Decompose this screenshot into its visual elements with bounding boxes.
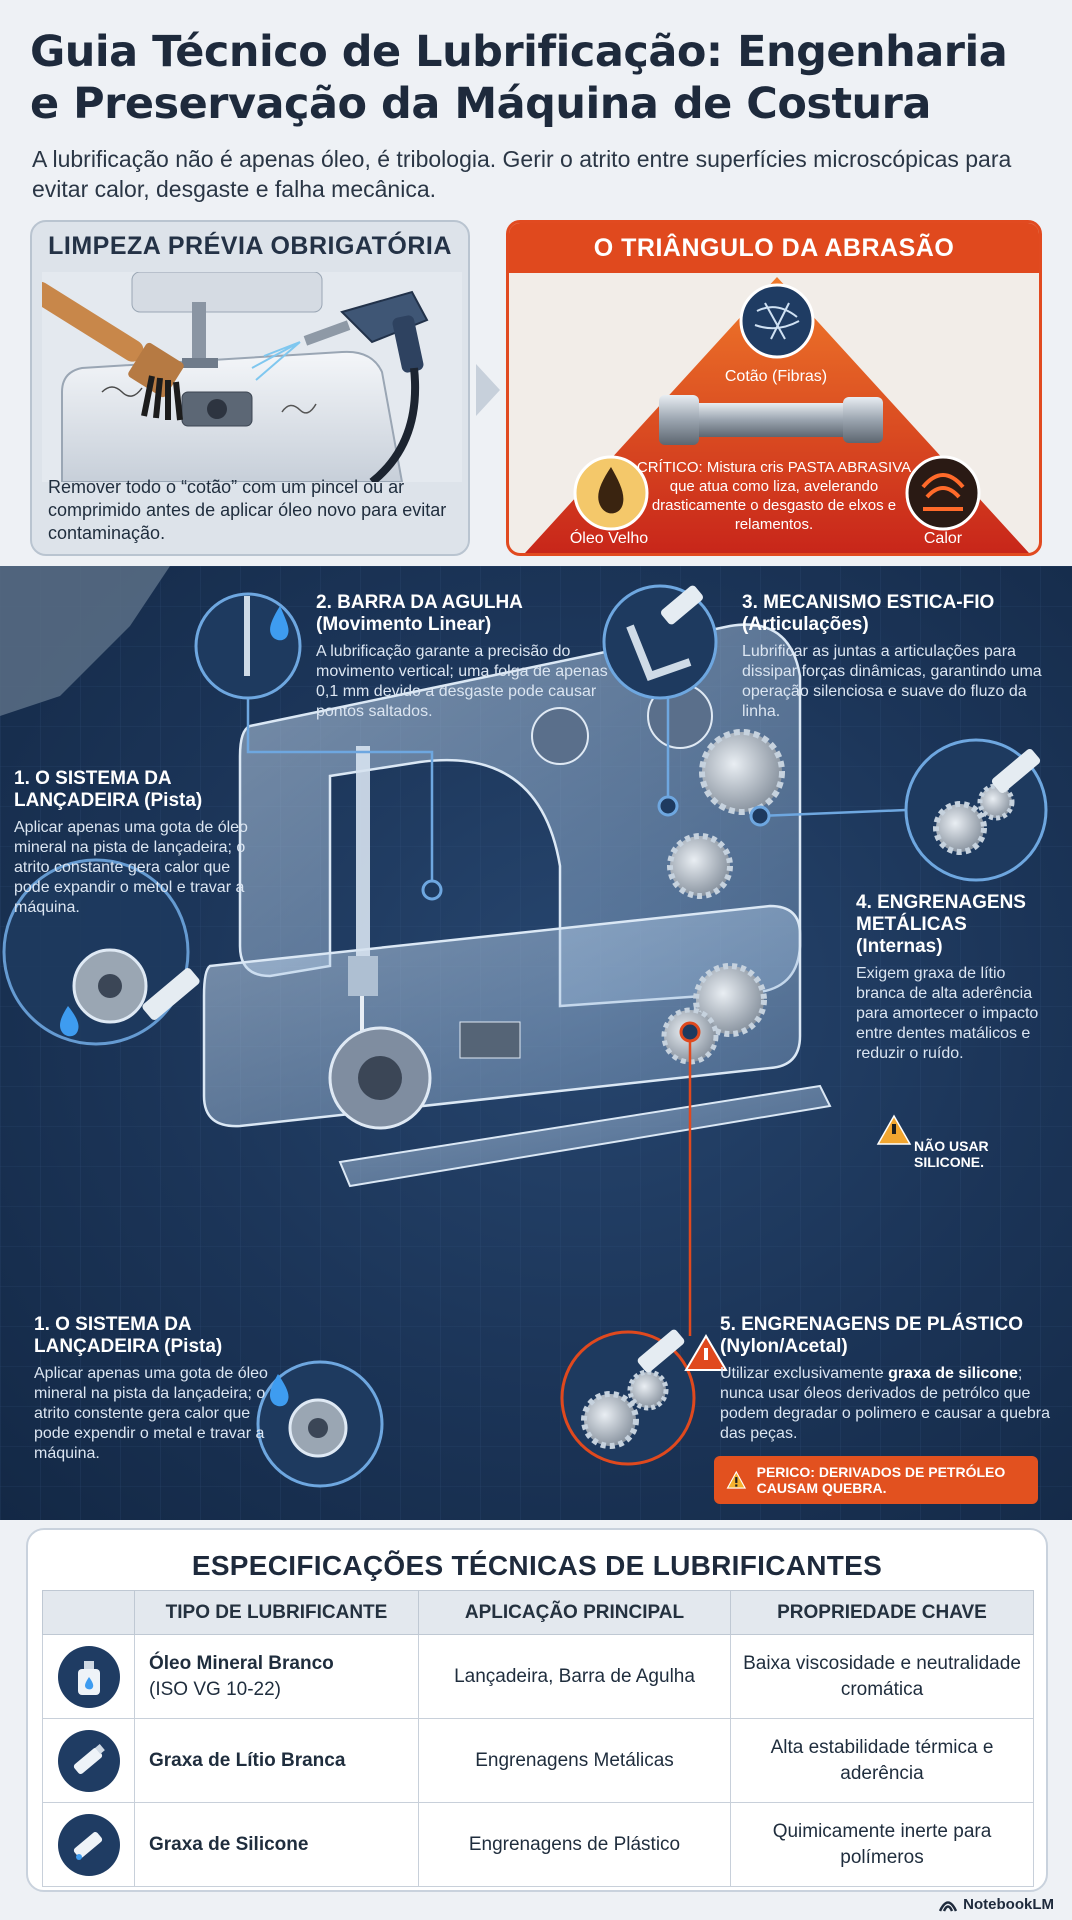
- heat-icon: [905, 455, 981, 531]
- bobbin-callout-icon-bottom: [256, 1360, 384, 1488]
- petroleum-warning-box: PERICO: DERIVADOS DE PETRÓLEO CAUSAM QUE…: [714, 1456, 1038, 1504]
- machine-body: [202, 623, 832, 1188]
- callout-needle-bar: 2. BARRA DA AGULHA (Movimento Linear) A …: [316, 592, 612, 722]
- machine-blueprint: [0, 566, 1072, 1520]
- abrasion-triangle-diagram: [525, 277, 1029, 553]
- cleaning-title: LIMPEZA PRÉVIA OBRIGATÓRIA: [48, 232, 452, 260]
- lubricant-application: Engrenagens Metálicas: [418, 1718, 731, 1803]
- lubricant-name: Óleo Mineral Branco: [149, 1652, 334, 1674]
- triangle-header: O TRIÂNGULO DA ABRASÃO: [509, 223, 1039, 273]
- plastic-gears-callout-icon: [560, 1329, 728, 1466]
- bobbin-callout-icon-top: [2, 858, 200, 1046]
- arrow-right-icon: [476, 364, 500, 416]
- callout-bobbin-bottom-title: 1. O SISTEMA DA LANÇADEIRA (Pista): [34, 1314, 223, 1357]
- lubricant-application: Lançadeira, Barra de Agulha: [418, 1634, 731, 1719]
- notebooklm-logo-icon: [939, 1900, 958, 1912]
- callout-bobbin-top-title: 1. O SISTEMA DA LANÇADEIRA (Pista): [14, 768, 203, 811]
- triangle-top-label: Cotão (Fibras): [724, 368, 828, 385]
- needle-bar-callout-icon: [194, 592, 302, 700]
- fabric-swatch: [0, 566, 170, 716]
- callout-metal-gears-body: Exigem graxa de lítio branca de alta ade…: [856, 965, 1039, 1062]
- page-title: Guia Técnico de Lubrificação: Engenharia…: [30, 27, 1008, 129]
- lubricant-property: Alta estabilidade térmica e aderência: [730, 1718, 1034, 1803]
- specifications-panel: ESPECIFICAÇÕES TÉCNICAS DE LUBRIFICANTES…: [26, 1528, 1048, 1892]
- triangle-right-label: Calor: [923, 530, 963, 547]
- lubricant-property: Quimicamente inerte para polímeros: [730, 1802, 1034, 1887]
- triangle-left-label: Óleo Velho: [569, 530, 649, 547]
- metal-gears-callout-icon: [904, 738, 1048, 882]
- footer-brand-text: NotebookLM: [963, 1896, 1054, 1913]
- callout-metal-gears-title: 4. ENGRENAGENS METÁLICAS (Internas): [856, 892, 1026, 957]
- grease-tube-icon: [57, 1729, 120, 1792]
- table-row: Óleo Mineral Branco (ISO VG 10-22) Lançad…: [42, 1634, 1034, 1719]
- no-silicone-warning: NÃO USAR SILICONE.: [914, 1138, 989, 1170]
- table-header-type: TIPO DE LUBRIFICANTE: [134, 1590, 419, 1635]
- table-title: ESPECIFICAÇÕES TÉCNICAS DE LUBRIFICANTES: [191, 1550, 883, 1581]
- lubricant-application: Engrenagens de Plástico: [418, 1802, 731, 1887]
- footer-brand: NotebookLM: [939, 1896, 1054, 1913]
- plastic-body-bold: graxa de silicone: [888, 1365, 1018, 1382]
- warning-icon: [726, 1470, 747, 1489]
- take-up-lever-callout-icon: [602, 584, 718, 700]
- air-gun-icon: [251, 290, 429, 482]
- plastic-body-post: ; nunca usar óleos derivados de petrólco…: [720, 1365, 1050, 1442]
- table-header-property: PROPRIEDADE CHAVE: [730, 1590, 1034, 1635]
- cleaning-panel: LIMPEZA PRÉVIA OBRIGATÓRIA Remover todo …: [30, 220, 470, 556]
- lubricant-name-sub: (ISO VG 10-22): [149, 1678, 281, 1700]
- silicone-tube-icon: [57, 1813, 120, 1876]
- cleaning-illustration: [42, 272, 462, 482]
- callout-metal-gears: 4. ENGRENAGENS METÁLICAS (Internas) Exig…: [856, 892, 1052, 1064]
- abrasion-triangle-panel: O TRIÂNGULO DA ABRASÃO: [506, 220, 1042, 556]
- callout-plastic-gears-title: 5. ENGRENAGENS DE PLÁSTICO (Nylon/Acetal…: [720, 1314, 1023, 1357]
- table-header-icon: [42, 1590, 135, 1635]
- page-subtitle: A lubrificação não é apenas óleo, é trib…: [32, 146, 1012, 202]
- callout-bobbin-top-body: Aplicar apenas uma gota de óleo mineral …: [14, 819, 248, 916]
- callout-take-up-lever-title: 3. MECANISMO ESTICA-FIO (Articulações): [742, 592, 995, 635]
- callout-needle-bar-title: 2. BARRA DA AGULHA (Movimento Linear): [316, 592, 523, 635]
- callout-plastic-gears-body: Utilizar exclusivamente graxa de silicon…: [720, 1364, 1056, 1444]
- lubricant-name: Graxa de Silicone: [149, 1833, 309, 1855]
- callout-bobbin-bottom-body: Aplicar apenas uma gota de óleo mineral …: [34, 1365, 268, 1462]
- table-header-row: TIPO DE LUBRIFICANTE APLICAÇÃO PRINCIPAL…: [42, 1590, 1034, 1635]
- shaft-icon: [659, 395, 883, 445]
- callout-bobbin-bottom: 1. O SISTEMA DA LANÇADEIRA (Pista) Aplic…: [34, 1314, 290, 1464]
- triangle-critical-text: CRÍTICO: Mistura cris PASTA ABRASIVA que…: [636, 459, 912, 533]
- callout-plastic-gears: 5. ENGRENAGENS DE PLÁSTICO (Nylon/Acetal…: [720, 1314, 1056, 1444]
- oil-bottle-icon: [57, 1645, 120, 1708]
- callout-needle-bar-body: A lubrificação garante a precisão do mov…: [316, 643, 608, 720]
- brush-icon: [42, 281, 184, 421]
- plastic-body-pre: Utilizar exclusivamente: [720, 1365, 889, 1382]
- specifications-table: TIPO DE LUBRIFICANTE APLICAÇÃO PRINCIPAL…: [42, 1590, 1034, 1887]
- header: Guia Técnico de Lubrificação: Engenharia…: [0, 0, 1072, 212]
- callout-take-up-lever-body: Lubrificar as juntas a articulações para…: [742, 643, 1042, 720]
- callout-bobbin-top: 1. O SISTEMA DA LANÇADEIRA (Pista) Aplic…: [14, 768, 254, 918]
- cleaning-text: Remover todo o “cotão” com um pincel ou …: [48, 477, 447, 543]
- triangle-title: O TRIÂNGULO DA ABRASÃO: [593, 233, 955, 262]
- table-header-application: APLICAÇÃO PRINCIPAL: [418, 1590, 731, 1635]
- lubricant-property: Baixa viscosidade e neutralidade cromáti…: [730, 1634, 1034, 1719]
- petroleum-warning-text: PERICO: DERIVADOS DE PETRÓLEO CAUSAM QUE…: [756, 1464, 1006, 1496]
- table-row: Graxa de Silicone Engrenagens de Plástic…: [42, 1802, 1034, 1887]
- fiber-icon: [739, 283, 815, 359]
- callout-take-up-lever: 3. MECANISMO ESTICA-FIO (Articulações) L…: [742, 592, 1062, 722]
- table-row: Graxa de Lítio Branca Engrenagens Metáli…: [42, 1718, 1034, 1803]
- warning-icon: [876, 1114, 912, 1145]
- sewing-machine-illustration: [0, 566, 1048, 1488]
- lubricant-name: Graxa de Lítio Branca: [149, 1749, 346, 1771]
